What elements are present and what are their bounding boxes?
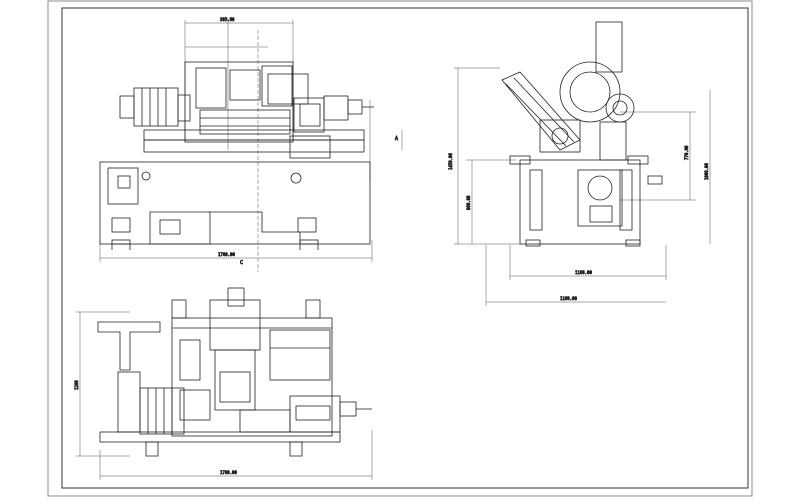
- front-dimensions: [99, 18, 403, 272]
- top-dimensions: [76, 311, 373, 480]
- side-view: 1450.00 960.00 1160.00 1160.00 770.00 10…: [448, 21, 711, 306]
- front-view: 305.60 1780.00 C A: [99, 17, 403, 272]
- side-dim-left-height: 1450.00: [448, 153, 453, 170]
- inner-frame: [61, 7, 749, 489]
- side-dimensions: [454, 67, 711, 306]
- top-dim-height: 1200: [74, 380, 79, 390]
- top-dim-width: 1780.00: [220, 470, 237, 475]
- side-dim-inner-height: 960.00: [466, 195, 471, 210]
- side-dim-right-height: 770.00: [684, 145, 689, 160]
- side-dim-right2: 1000.00: [704, 163, 709, 180]
- top-view: 1200 1780.00: [74, 287, 373, 480]
- front-section-arrow: A: [395, 136, 398, 142]
- side-dim-width: 1160.00: [575, 270, 592, 275]
- side-dim-base: 1160.00: [560, 296, 577, 301]
- front-dim-width: 1780.00: [218, 252, 235, 257]
- front-dim-top: 305.60: [220, 17, 235, 22]
- outer-frame: [47, 0, 753, 497]
- front-section-mark: C: [240, 260, 243, 266]
